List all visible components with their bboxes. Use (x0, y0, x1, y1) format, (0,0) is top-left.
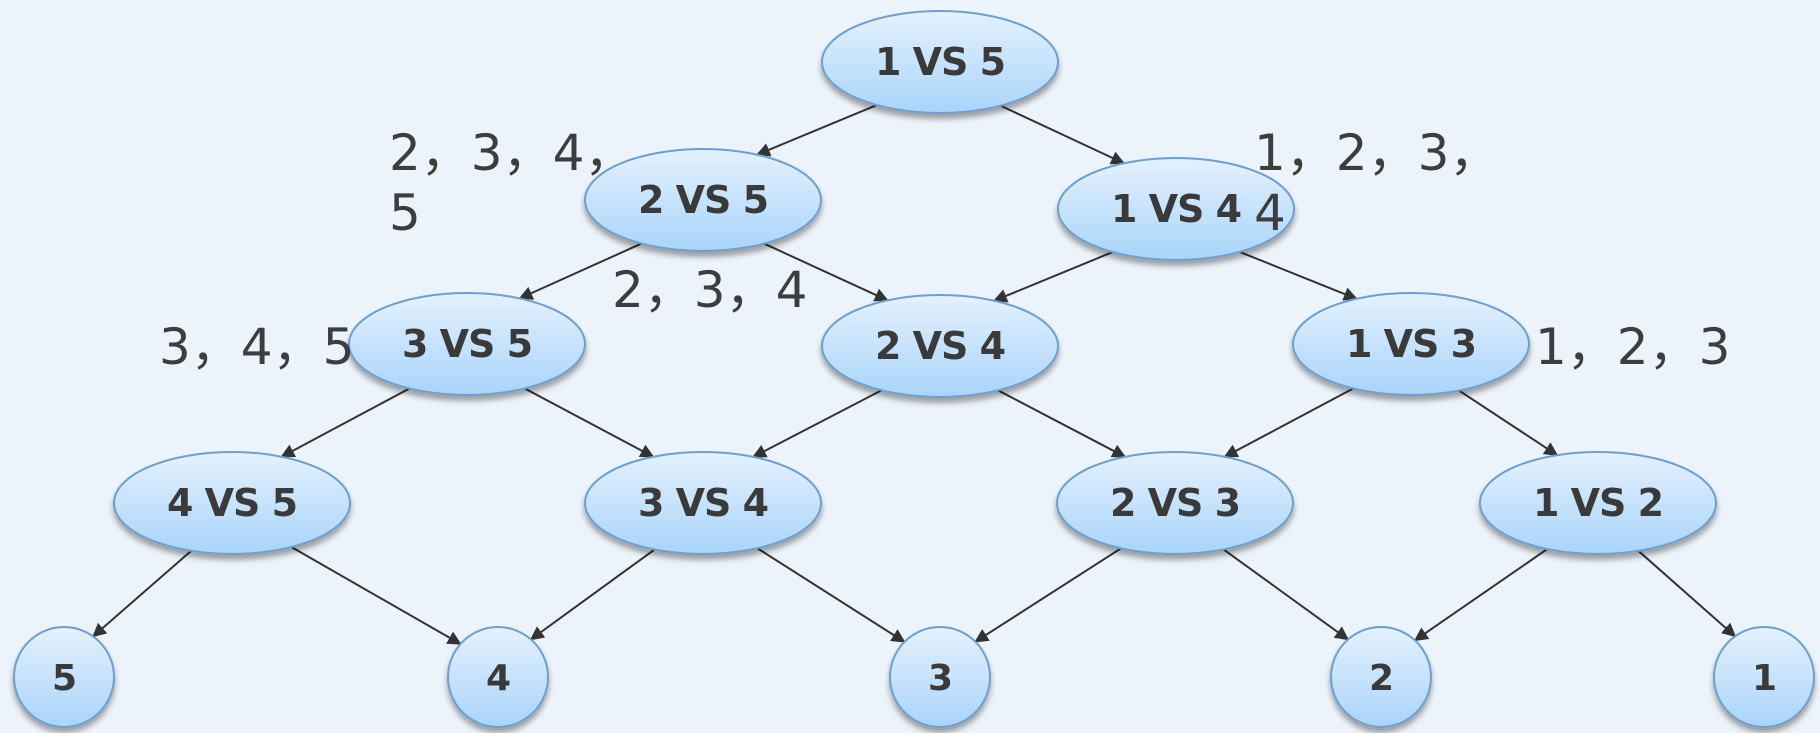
leaf-node-l4: 4 (447, 626, 549, 728)
match-node-n14: 1 VS 4 (1057, 157, 1295, 261)
edge-n15-to-n25 (755, 100, 887, 157)
edge-n14-to-n13 (1230, 247, 1358, 301)
node-shape (348, 292, 586, 396)
node-shape (1057, 157, 1295, 261)
annotation-line: 1，2，3 (1535, 318, 1730, 376)
edge-n34-to-l3 (749, 542, 906, 643)
edge-n45-to-l4 (283, 541, 462, 645)
annotation-line: 3，4，5 (159, 318, 354, 376)
node-shape (1330, 626, 1432, 728)
match-node-n25: 2 VS 5 (584, 148, 822, 252)
annotation-a345: 3，4，5 (159, 318, 354, 376)
node-label: 2 VS 5 (638, 178, 768, 222)
match-node-n35: 3 VS 5 (348, 292, 586, 396)
annotation-line: 5 (389, 184, 421, 242)
match-node-n13: 1 VS 3 (1292, 292, 1530, 396)
edge-n15-to-n14 (991, 100, 1126, 165)
node-shape (889, 626, 991, 728)
node-label: 3 (928, 658, 952, 699)
annotation-line: 2，3，4， (389, 124, 634, 182)
edge-n45-to-l5 (92, 544, 198, 638)
node-label: 1 VS 5 (875, 40, 1005, 84)
node-shape (821, 10, 1059, 114)
edge-n35-to-n45 (280, 383, 418, 458)
edge-n25-to-n24 (755, 238, 889, 302)
edge-n12-to-l1 (1631, 545, 1737, 638)
match-node-n45: 4 VS 5 (113, 451, 351, 555)
edge-n24-to-n34 (752, 385, 891, 458)
edge-n35-to-n34 (516, 383, 655, 458)
node-shape (1292, 292, 1530, 396)
annotation-line: 4 (1254, 184, 1286, 242)
node-label: 2 VS 4 (875, 324, 1005, 368)
node-label: 2 VS 3 (1110, 481, 1240, 525)
annotation-line: 1，2，3， (1254, 124, 1499, 182)
edge-n23-to-l2 (1216, 543, 1350, 641)
node-label: 1 (1752, 658, 1776, 699)
edge-n13-to-n23 (1223, 383, 1362, 458)
edge-n24-to-n23 (989, 385, 1127, 458)
node-label: 2 (1369, 658, 1393, 699)
annotation-line: 2，3，4 (612, 261, 807, 319)
match-node-n24: 2 VS 4 (821, 294, 1059, 398)
edge-n12-to-l2 (1413, 543, 1555, 642)
annotation-a2345: 2，3，4，5 (389, 124, 634, 242)
node-shape (13, 626, 115, 728)
node-label: 1 VS 4 (1111, 187, 1241, 231)
edges-layer (92, 100, 1737, 645)
annotation-a1234: 1，2，3，4 (1254, 124, 1499, 242)
edge-n14-to-n24 (992, 247, 1123, 303)
node-shape (584, 451, 822, 555)
node-shape (1056, 451, 1294, 555)
leaf-node-l3: 3 (889, 626, 991, 728)
node-label: 4 VS 5 (167, 481, 297, 525)
node-shape (584, 148, 822, 252)
nodes-layer: 1 VS 5 2 VS 5 1 VS 4 3 VS 5 2 VS 4 1 VS 3 4 VS… (13, 10, 1815, 728)
match-node-n23: 2 VS 3 (1056, 451, 1294, 555)
annotations-layer: 2，3，4，5 2，3，4 3，4，5 1，2，3，4 1，2，3 (159, 124, 1730, 376)
edge-n25-to-n35 (518, 238, 651, 300)
node-shape (447, 626, 549, 728)
node-label: 3 VS 4 (638, 481, 768, 525)
node-shape (1713, 626, 1815, 728)
annotation-a123: 1，2，3 (1535, 318, 1730, 376)
match-node-n15: 1 VS 5 (821, 10, 1059, 114)
edge-n13-to-n12 (1451, 385, 1559, 456)
match-node-n34: 3 VS 4 (584, 451, 822, 555)
edge-n34-to-l4 (529, 543, 662, 641)
annotation-a234: 2，3，4 (612, 261, 807, 319)
leaf-node-l5: 5 (13, 626, 115, 728)
match-node-n12: 1 VS 2 (1479, 451, 1717, 555)
node-shape (113, 451, 351, 555)
node-label: 1 VS 2 (1533, 481, 1663, 525)
node-label: 1 VS 3 (1346, 322, 1476, 366)
node-label: 5 (52, 658, 76, 699)
leaf-node-l2: 2 (1330, 626, 1432, 728)
node-label: 3 VS 5 (402, 322, 532, 366)
node-shape (1479, 451, 1717, 555)
node-label: 4 (486, 658, 510, 699)
edge-n23-to-l3 (974, 542, 1129, 643)
node-shape (821, 294, 1059, 398)
leaf-node-l1: 1 (1713, 626, 1815, 728)
